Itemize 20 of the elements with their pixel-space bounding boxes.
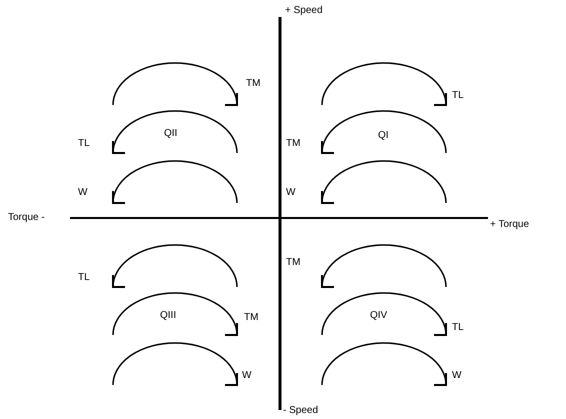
quadrant-label: QIV bbox=[370, 310, 388, 322]
torque-label: TL bbox=[78, 272, 90, 284]
axis-label: + Torque bbox=[490, 219, 530, 231]
quadrant-label: QII bbox=[164, 128, 178, 140]
torque-label: TL bbox=[452, 322, 464, 334]
quadrant-label: QI bbox=[378, 130, 389, 142]
axis-label: Torque - bbox=[8, 212, 45, 224]
torque-label: TL bbox=[452, 90, 464, 102]
torque-label: TM bbox=[286, 138, 300, 150]
speed-label: W bbox=[286, 187, 296, 199]
axis-label: + Speed bbox=[285, 5, 323, 17]
speed-label: W bbox=[452, 370, 462, 382]
torque-label: TM bbox=[286, 257, 300, 269]
torque-label: TM bbox=[246, 78, 260, 90]
torque-label: TL bbox=[78, 138, 90, 150]
speed-label: W bbox=[78, 187, 88, 199]
quadrant-label: QIII bbox=[160, 310, 176, 322]
speed-label: W bbox=[242, 370, 252, 382]
axis-label: - Speed bbox=[283, 405, 318, 417]
torque-label: TM bbox=[244, 312, 258, 324]
